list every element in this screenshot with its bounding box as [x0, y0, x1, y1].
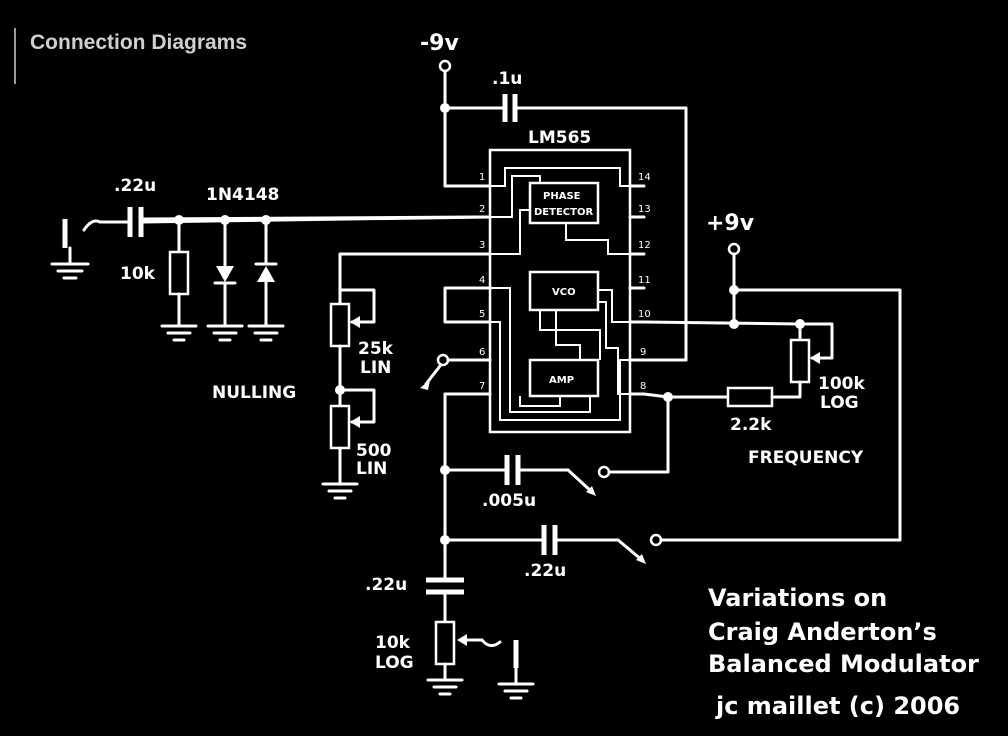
phase-detector-label-1: PHASE [543, 191, 581, 202]
credit-line-1: Variations on [708, 584, 887, 612]
pin-number: 13 [638, 204, 651, 215]
pin-number: 14 [638, 172, 651, 183]
amp-block [528, 358, 600, 398]
pin-number: 2 [479, 204, 485, 215]
positive-supply-label: +9v [706, 211, 755, 236]
nulling-pot-500 [321, 388, 376, 500]
negative-supply-terminal [438, 59, 492, 188]
range-capacitor-005u [443, 396, 670, 496]
ic-internal-wiring [490, 167, 630, 421]
vco-label: VCO [552, 287, 576, 298]
ic-name-label: LM565 [528, 128, 591, 148]
pin-number: 10 [638, 309, 651, 320]
null-pot-2-taper: LIN [356, 459, 387, 479]
output-volume-pot [426, 620, 502, 696]
diode-2 [247, 215, 285, 342]
phase-detector-label-2: DETECTOR [534, 207, 593, 218]
pin-number: 1 [479, 172, 485, 183]
amp-label: AMP [549, 375, 574, 386]
range-capacitor-22u [443, 288, 902, 564]
pin-number: 9 [640, 347, 646, 358]
input-resistor-label: 10k [120, 264, 156, 284]
output-cap-label: .22u [365, 575, 407, 595]
positive-supply-terminal [642, 242, 805, 329]
pin6-switch [420, 353, 478, 390]
page-title: Connection Diagrams [30, 31, 248, 54]
freq-pot-taper: LOG [820, 393, 859, 413]
pin4-pin5-link [443, 286, 478, 324]
output-jack [497, 640, 535, 700]
nulling-label: NULLING [212, 383, 296, 403]
output-capacitor [426, 577, 464, 624]
supply-cap-label: .1u [492, 69, 522, 89]
null-pot-1-taper: LIN [360, 358, 391, 378]
pin-number: 7 [479, 381, 485, 392]
range-cap-2-label: .22u [524, 561, 566, 581]
frequency-resistor-2-2k [642, 386, 802, 408]
pin-number: 4 [479, 275, 485, 286]
pin-number: 5 [479, 309, 485, 320]
pin-number: 3 [479, 240, 485, 251]
diode-1 [206, 215, 244, 342]
pin-number: 6 [479, 347, 485, 358]
credit-line-4: jc maillet (c) 2006 [715, 692, 960, 720]
frequency-label: FREQUENCY [748, 448, 864, 468]
credit-line-3: Balanced Modulator [708, 650, 979, 678]
supply-bypass-capacitor [443, 94, 688, 362]
output-pot-value: 10k [375, 633, 411, 653]
pin-number: 8 [640, 381, 646, 392]
freq-pot-value: 100k [818, 374, 865, 394]
input-jack [50, 219, 102, 280]
output-pot-taper: LOG [375, 653, 414, 673]
null-pot-1-value: 25k [358, 339, 394, 359]
credit-line-2: Craig Anderton’s [708, 618, 937, 646]
input-resistor [160, 215, 198, 342]
header-rule [14, 28, 16, 84]
input-capacitor [98, 207, 492, 237]
phase-detector-block [528, 181, 600, 225]
input-cap-label: .22u [114, 176, 156, 196]
frequency-pot-100k [789, 322, 834, 398]
pin-number: 12 [638, 240, 651, 251]
output-bus [440, 392, 478, 582]
null-pot-2-value: 500 [356, 441, 392, 461]
diode-label: 1N4148 [206, 185, 279, 205]
lm565-ic [474, 148, 646, 434]
pin-number: 11 [638, 275, 651, 286]
freq-resistor-label: 2.2k [730, 415, 772, 435]
range-cap-1-label: .005u [482, 491, 536, 511]
nulling-pot-25k [329, 252, 478, 408]
negative-supply-label: -9v [420, 31, 459, 56]
